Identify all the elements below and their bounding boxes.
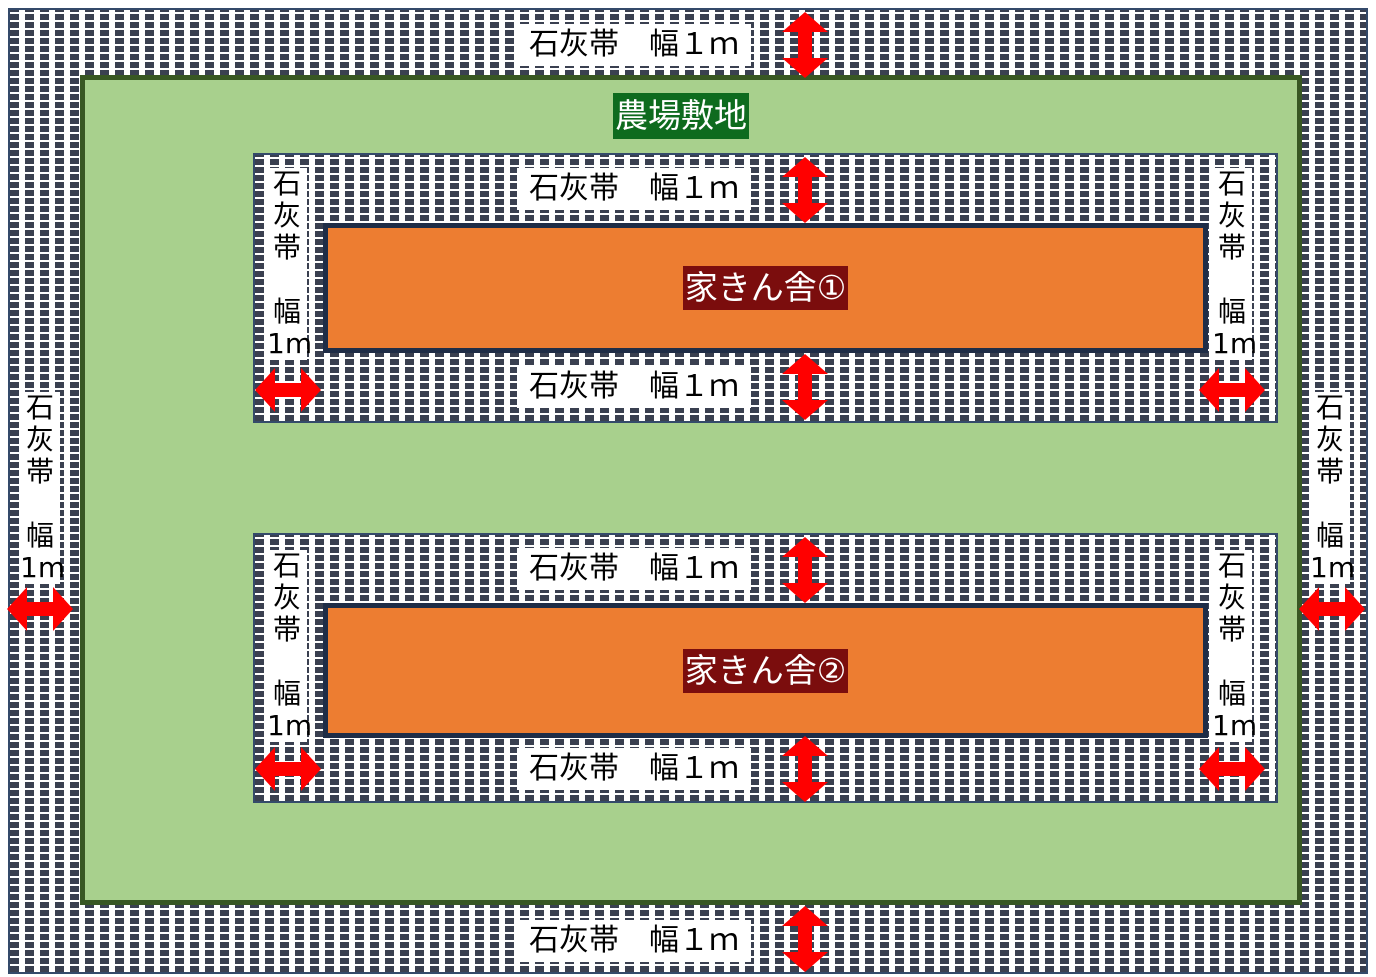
- double-arrow-vertical-icon: [782, 906, 828, 972]
- house-2-label: 家きん舎②: [682, 648, 849, 693]
- lime-band-label-outer-right: 石 灰 帯 幅 1m: [1310, 391, 1356, 584]
- lime-band-label-outer-left: 石 灰 帯 幅 1m: [20, 391, 66, 584]
- lime-band-label-house2-right: 石 灰 帯 幅 1m: [1212, 549, 1258, 742]
- double-arrow-horizontal-icon: [7, 587, 73, 631]
- double-arrow-horizontal-icon: [255, 368, 321, 412]
- lime-band-label-outer-top: 石灰帯 幅１ｍ: [517, 24, 751, 66]
- house-1-label: 家きん舎①: [682, 266, 849, 310]
- double-arrow-vertical-icon: [782, 354, 828, 420]
- farm-site-label: 農場敷地: [613, 93, 749, 139]
- lime-band-label-house2-left: 石 灰 帯 幅 1m: [267, 549, 313, 742]
- lime-band-label-house1-right: 石 灰 帯 幅 1m: [1212, 167, 1258, 360]
- double-arrow-horizontal-icon: [1299, 587, 1365, 631]
- lime-band-label-house2-bottom: 石灰帯 幅１ｍ: [517, 748, 751, 790]
- house-2: 家きん舎②: [323, 603, 1208, 738]
- lime-band-label-house1-top: 石灰帯 幅１ｍ: [517, 168, 751, 210]
- double-arrow-vertical-icon: [782, 157, 828, 223]
- double-arrow-horizontal-icon: [1199, 747, 1265, 791]
- lime-band-label-house2-top: 石灰帯 幅１ｍ: [517, 548, 751, 590]
- lime-band-label-house1-left: 石 灰 帯 幅 1m: [267, 167, 313, 360]
- double-arrow-vertical-icon: [782, 537, 828, 603]
- lime-band-label-house1-bottom: 石灰帯 幅１ｍ: [517, 366, 751, 408]
- lime-band-label-outer-bottom: 石灰帯 幅１ｍ: [517, 920, 751, 962]
- double-arrow-vertical-icon: [782, 12, 828, 78]
- double-arrow-vertical-icon: [782, 736, 828, 802]
- double-arrow-horizontal-icon: [255, 747, 321, 791]
- double-arrow-horizontal-icon: [1199, 368, 1265, 412]
- house-1: 家きん舎①: [323, 223, 1208, 353]
